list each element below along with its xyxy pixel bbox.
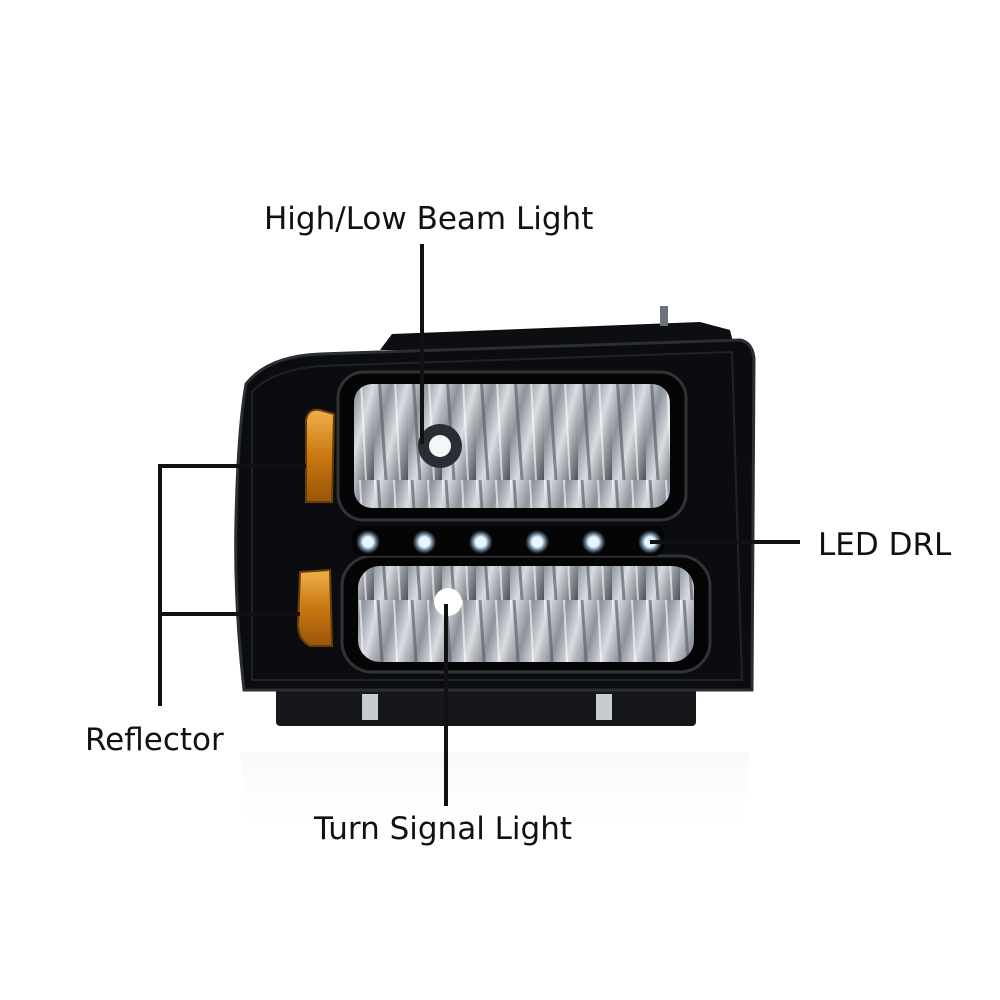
high-low-beam-label: High/Low Beam Light	[264, 201, 594, 237]
lower-amber-reflector	[296, 568, 334, 647]
led-drl-strip	[352, 526, 664, 556]
led-dot	[588, 537, 599, 547]
high-low-beam-lens	[336, 370, 688, 522]
led-drl-label: LED DRL	[818, 527, 952, 563]
headlight-reflection	[240, 752, 750, 840]
upper-amber-reflector	[305, 408, 336, 503]
led-dot	[532, 537, 543, 547]
led-dot	[475, 537, 486, 547]
led-drl-dots	[356, 530, 662, 554]
led-dot	[419, 537, 430, 547]
mounting-base	[276, 686, 696, 726]
reflector-label: Reflector	[85, 722, 224, 758]
leader-lines	[158, 244, 800, 806]
led-dot	[363, 537, 373, 547]
leader-reflector	[158, 464, 306, 706]
turn-signal-lens	[340, 554, 712, 674]
turn-signal-label: Turn Signal Light	[314, 811, 573, 847]
